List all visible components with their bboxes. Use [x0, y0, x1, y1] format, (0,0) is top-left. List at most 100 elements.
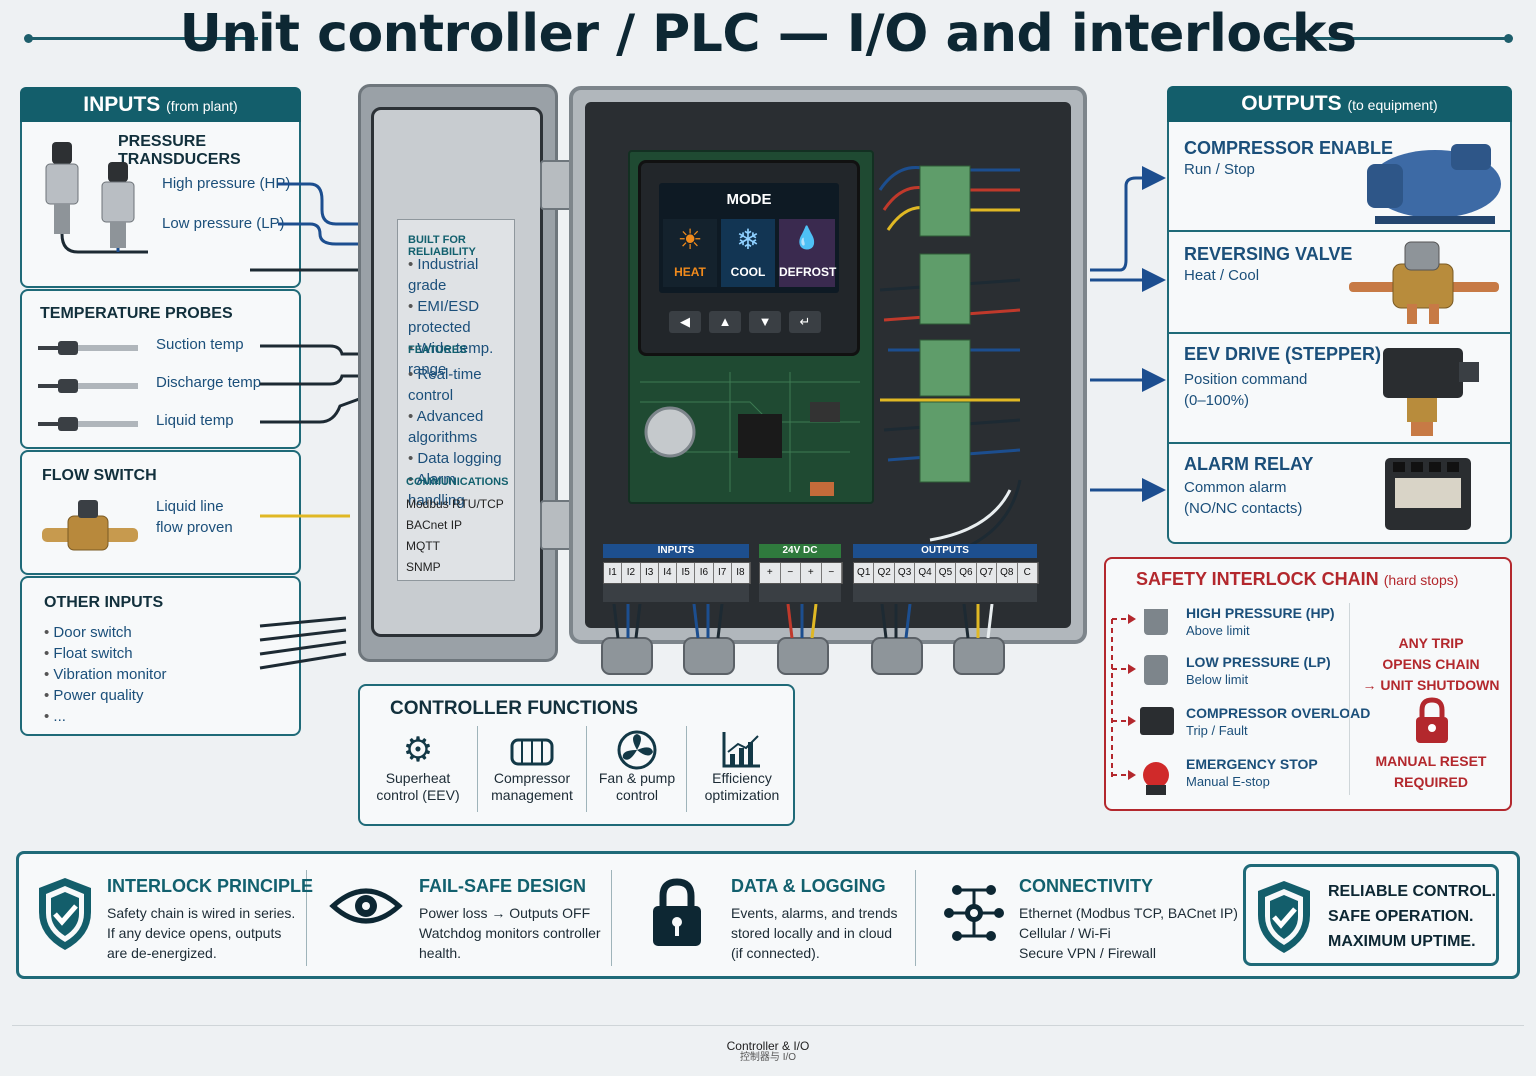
- pressure-transducers-section: PRESSURE TRANSDUCERS High pressure (HP) …: [20, 122, 301, 288]
- output-sub: Position command: [1184, 371, 1308, 388]
- shield-check-icon: [39, 878, 91, 950]
- comms-item: MQTT: [406, 539, 440, 553]
- function-item: ⚙ Superheat control (EEV): [360, 730, 476, 804]
- data-line3: (if connected).: [731, 945, 820, 961]
- output-arrows: [1090, 166, 1166, 502]
- other-inputs-title: OTHER INPUTS: [44, 594, 164, 611]
- outputs-header-label: OUTPUTS: [1241, 92, 1342, 115]
- interlock-title: INTERLOCK PRINCIPLE: [107, 876, 314, 896]
- terminal-cell: Q4: [915, 563, 936, 583]
- input-wires: [250, 182, 363, 670]
- pressure-item-lp: Low pressure (LP): [162, 215, 285, 232]
- chart-up-icon: [722, 732, 760, 768]
- reset-line1: MANUAL RESET: [1375, 753, 1487, 769]
- other-input-item: Float switch: [44, 643, 167, 664]
- function-item: Compressor management: [478, 730, 586, 804]
- temperature-title: TEMPERATURE PROBES: [40, 305, 233, 322]
- network-icon: [944, 885, 1004, 941]
- safety-title: SAFETY INTERLOCK CHAIN (hard stops): [1136, 569, 1458, 590]
- enclosure-door: BUILT FOR RELIABILITY Industrial grade E…: [358, 84, 558, 662]
- terminal-cell: I2: [622, 563, 641, 583]
- mode-cool-label: COOL: [730, 265, 766, 279]
- terminal-cell: +: [801, 563, 822, 583]
- mode-cool-button[interactable]: ❄ COOL: [721, 219, 775, 287]
- reset-line2: REQUIRED: [1394, 774, 1468, 790]
- output-sub: Run / Stop: [1184, 161, 1255, 178]
- output-terminal-label: OUTPUTS: [853, 544, 1037, 558]
- reset-message: MANUAL RESET REQUIRED: [1350, 751, 1512, 793]
- title-left-rule: [30, 37, 258, 40]
- droplets-icon: 💧: [793, 225, 821, 250]
- temperature-item-suction: Suction temp: [156, 336, 244, 353]
- output-item-alarm-relay: ALARM RELAY Common alarm (NO/NC contacts…: [1184, 454, 1313, 519]
- function-item: Efficiency optimization: [690, 730, 794, 804]
- function-item: Fan & pump control: [588, 730, 686, 804]
- snowflake-icon: ❄: [736, 224, 760, 255]
- terminal-cell: Q8: [997, 563, 1018, 583]
- trip-line3: → UNIT SHUTDOWN: [1362, 677, 1500, 693]
- padlock-icon: [653, 878, 701, 946]
- hmi-mode-label: MODE: [726, 191, 772, 208]
- other-inputs-section: OTHER INPUTS Door switch Float switch Vi…: [20, 576, 301, 736]
- safety-item-sub: Manual E-stop: [1186, 774, 1270, 789]
- safety-item-hp: HIGH PRESSURE (HP) Above limit: [1186, 605, 1335, 638]
- connectivity-line3: Secure VPN / Firewall: [1019, 945, 1156, 961]
- features-list: Real-time control Advanced algorithms Da…: [408, 364, 514, 511]
- pcb-traces: [640, 372, 860, 496]
- features-title: FEATURES: [408, 344, 467, 356]
- hmi-left-button[interactable]: ◀: [669, 311, 701, 333]
- connectivity-line1: Ethernet (Modbus TCP, BACnet IP): [1019, 905, 1238, 921]
- caption-line1: Controller & I/O: [726, 1039, 810, 1053]
- terminal-cell: C: [1018, 563, 1038, 583]
- terminal-cell: I1: [604, 563, 623, 583]
- eye-icon: [329, 888, 403, 924]
- function-label-line1: Compressor: [493, 770, 571, 786]
- comms-item: BACnet IP: [406, 518, 463, 532]
- output-item-eev: EEV DRIVE (STEPPER) Position command (0–…: [1184, 344, 1381, 411]
- function-label-line1: Fan & pump: [598, 770, 676, 786]
- safety-title-note: (hard stops): [1383, 572, 1459, 588]
- power-terminal-label: 24V DC: [759, 544, 841, 558]
- data-title: DATA & LOGGING: [731, 876, 886, 896]
- outputs-header: OUTPUTS (to equipment): [1167, 86, 1512, 123]
- safety-item-sub: Below limit: [1186, 672, 1249, 687]
- hmi-up-button[interactable]: ▲: [709, 311, 741, 333]
- temperature-probes-section: TEMPERATURE PROBES Suction temp Discharg…: [20, 289, 301, 449]
- output-title: REVERSING VALVE: [1184, 244, 1353, 264]
- comms-title: COMMUNICATIONS: [406, 476, 509, 488]
- door-hinge-bottom: [540, 500, 574, 550]
- terminal-cell: Q6: [956, 563, 977, 583]
- data-line1: Events, alarms, and trends: [731, 905, 898, 921]
- mode-defrost-button[interactable]: 💧 DEFROST: [779, 219, 836, 287]
- output-title: EEV DRIVE (STEPPER): [1184, 344, 1382, 364]
- output-sub: (NO/NC contacts): [1184, 500, 1303, 517]
- hmi-down-button[interactable]: ▼: [749, 311, 781, 333]
- function-label-line2: optimization: [704, 787, 780, 803]
- power-terminal-row: +−+−: [759, 562, 843, 584]
- reliability-item: Industrial grade: [408, 254, 514, 296]
- features-item: Data logging: [408, 448, 514, 469]
- reversing-valve-icon: [1349, 241, 1499, 324]
- safety-title-label: SAFETY INTERLOCK CHAIN: [1136, 569, 1379, 589]
- footer-bar: INTERLOCK PRINCIPLE Safety chain is wire…: [16, 851, 1520, 979]
- tagline-box: RELIABLE CONTROL. SAFE OPERATION. MAXIMU…: [1243, 864, 1499, 966]
- safety-item-estop: EMERGENCY STOP Manual E-stop: [1186, 756, 1318, 789]
- terminal-cell: I8: [732, 563, 750, 583]
- safety-item-title: HIGH PRESSURE (HP): [1186, 605, 1335, 621]
- tagline: RELIABLE CONTROL. SAFE OPERATION. MAXIMU…: [1328, 879, 1496, 954]
- output-item-reversing-valve: REVERSING VALVE Heat / Cool: [1184, 244, 1352, 286]
- sun-icon: ☀: [677, 224, 703, 255]
- comms-item: Modbus RTU/TCP: [406, 497, 504, 511]
- hmi-enter-button[interactable]: ↵: [789, 311, 821, 333]
- output-item-compressor: COMPRESSOR ENABLE Run / Stop: [1184, 138, 1393, 180]
- function-label-line1: Efficiency: [712, 770, 772, 786]
- failsafe-title: FAIL-SAFE DESIGN: [419, 876, 587, 896]
- title-left-dot: [24, 34, 33, 43]
- terminal-cell: +: [760, 563, 781, 583]
- failsafe-line2: Watchdog monitors controller: [419, 925, 601, 941]
- output-title: COMPRESSOR ENABLE: [1184, 138, 1394, 158]
- mode-heat-button[interactable]: ☀ HEAT: [663, 219, 717, 287]
- safety-item-sub: Above limit: [1186, 623, 1250, 638]
- terminal-cell: I4: [659, 563, 677, 583]
